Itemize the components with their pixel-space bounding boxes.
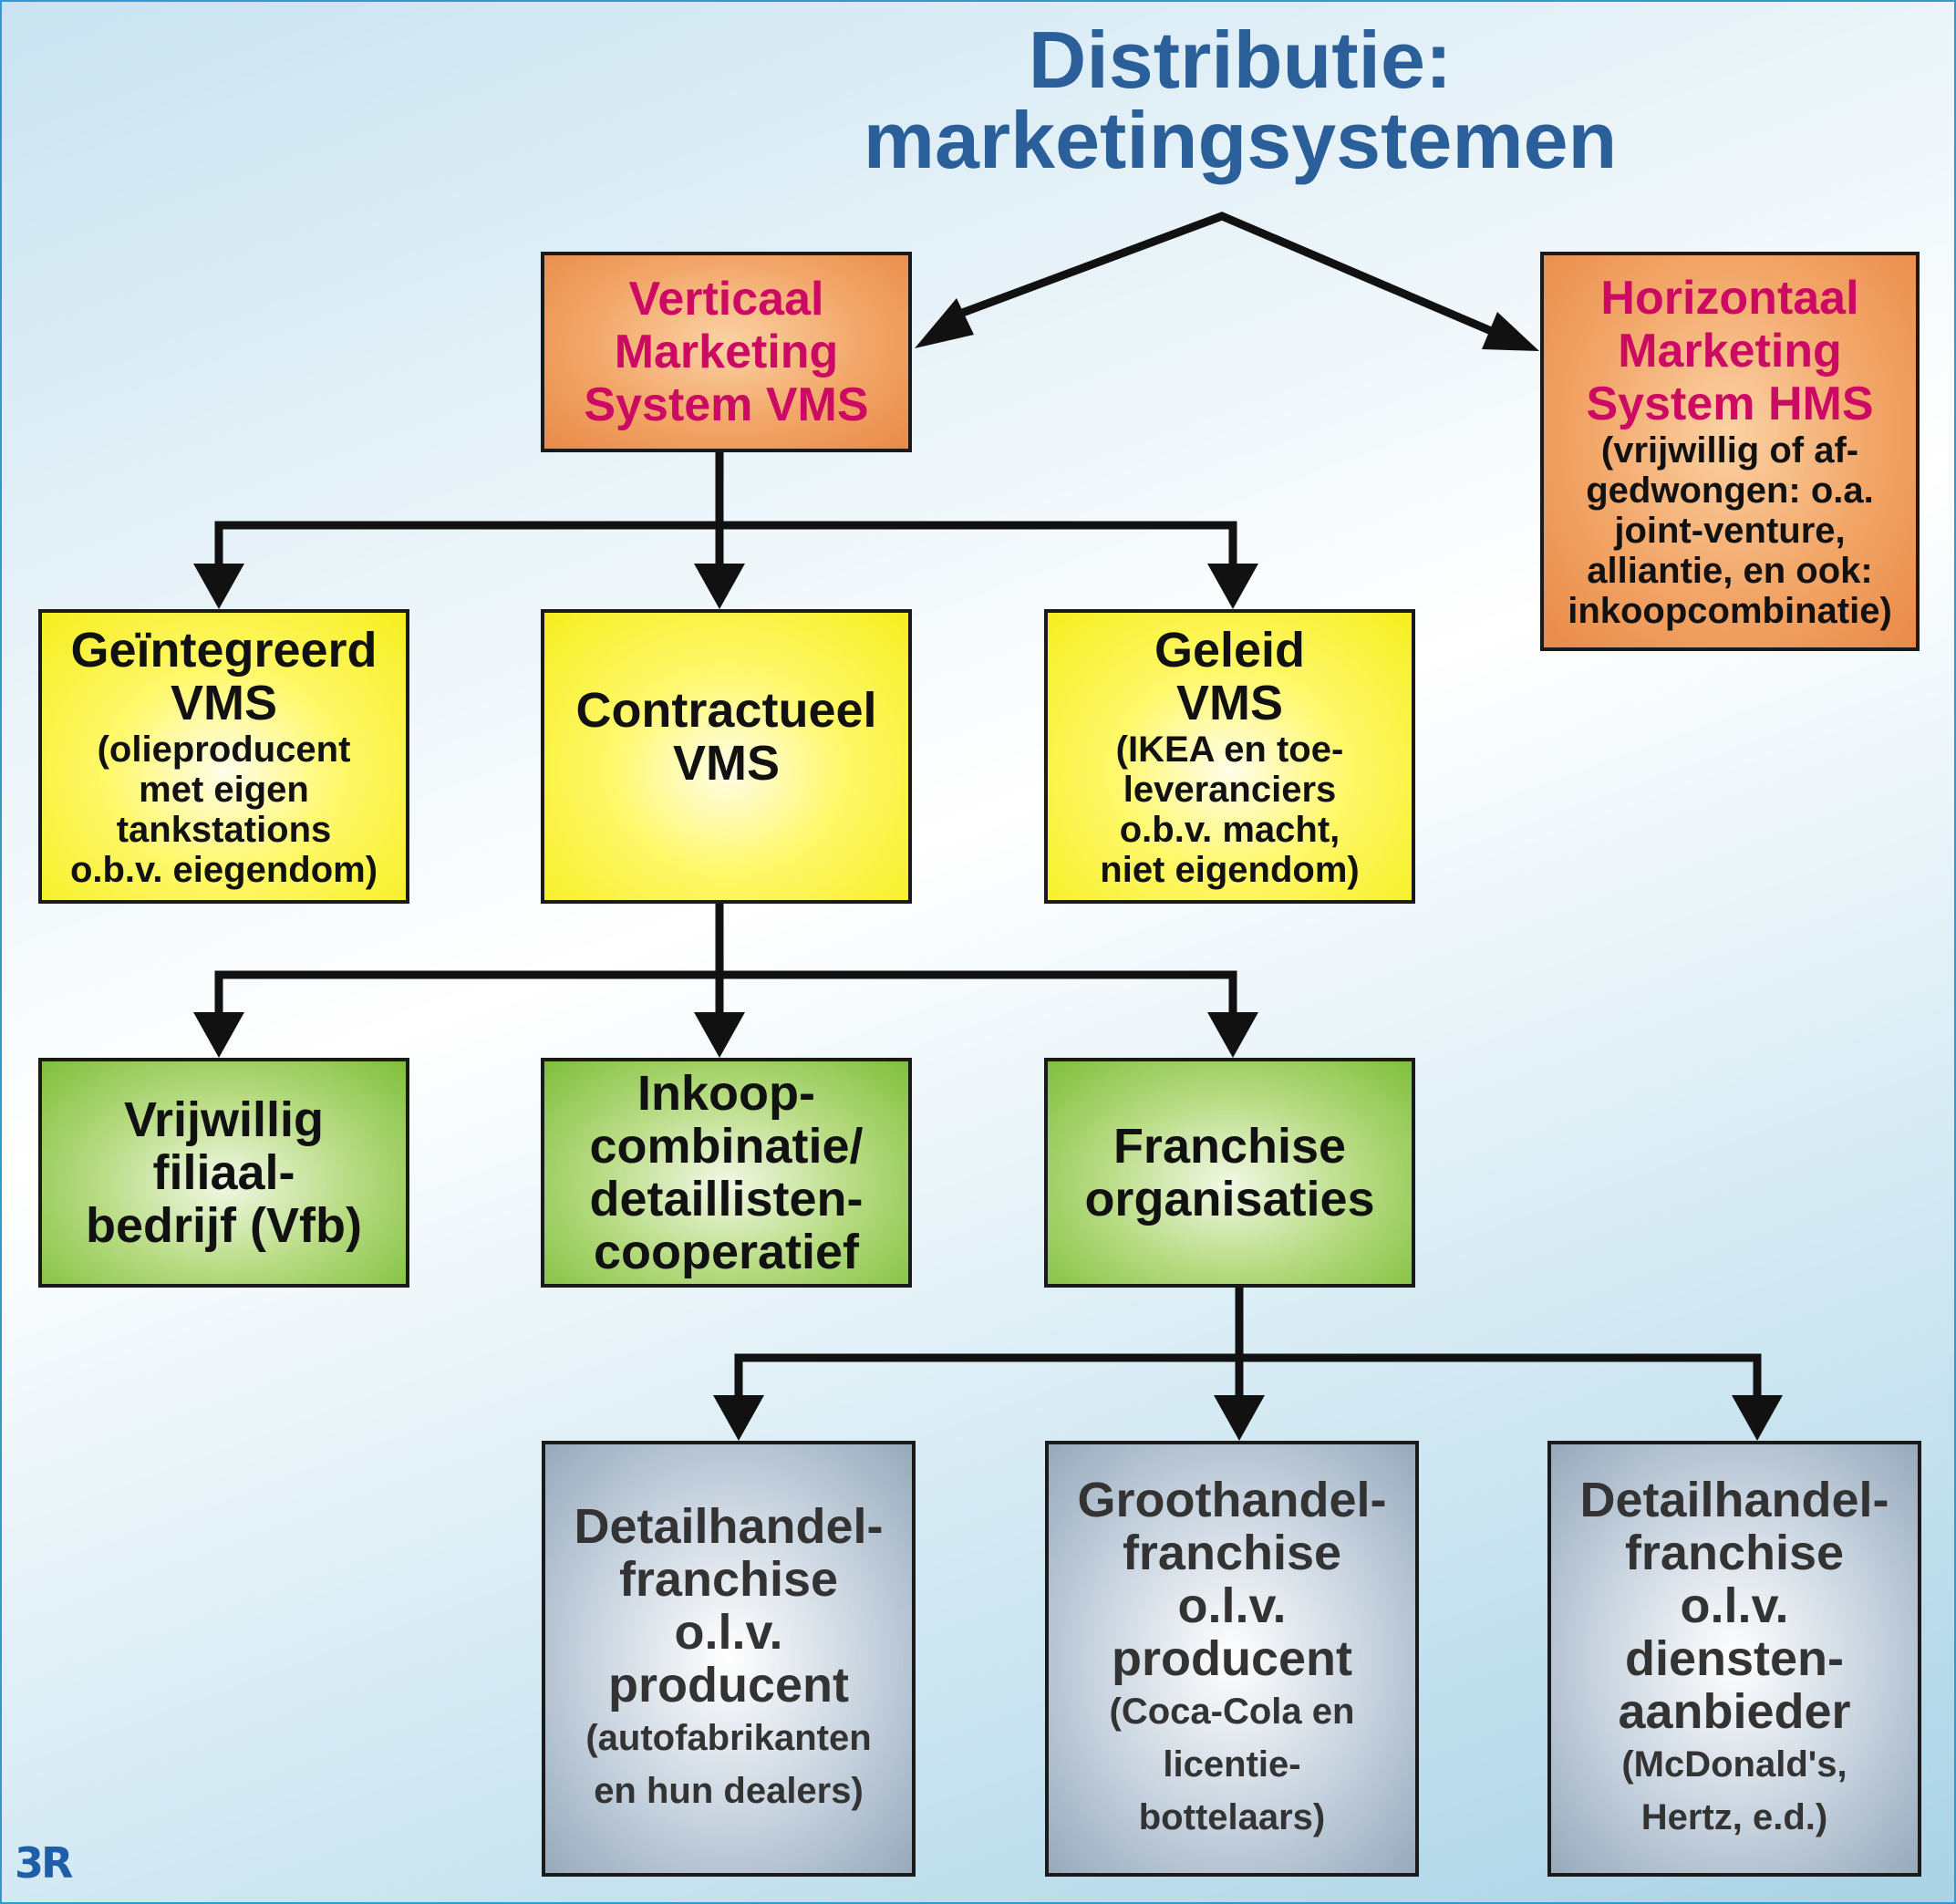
vfb-box: Vrijwillig filiaal- bedrijf (Vfb) — [38, 1058, 409, 1288]
connector-vms-branch — [214, 521, 1237, 570]
geintegreerd-sub-3: tankstations — [116, 809, 332, 850]
detail-diensten-sub-1: (McDonald's, — [1621, 1744, 1847, 1785]
arrow-to-vms — [915, 298, 974, 348]
geintegreerd-line-2: VMS — [170, 675, 278, 730]
brand-logo: 3R — [15, 1838, 73, 1888]
detail-diensten-line-4: diensten- — [1624, 1631, 1845, 1686]
detail-producent-sub-2: en hun dealers) — [594, 1771, 864, 1811]
groot-producent-line-1: Groothandel- — [1077, 1473, 1387, 1527]
inkoop-box: Inkoop- combinatie/ detaillisten- cooper… — [541, 1058, 912, 1288]
geintegreerd-line-1: Geïntegreerd — [70, 622, 378, 678]
arrow-to-geleid — [1207, 564, 1258, 609]
inkoop-line-3: detaillisten- — [589, 1172, 864, 1226]
contractueel-line-2: VMS — [672, 736, 781, 791]
title-line-1: Distributie: — [1028, 15, 1453, 105]
groot-producent-sub-1: (Coca-Cola en — [1109, 1692, 1355, 1732]
detail-producent-line-3: o.l.v. — [674, 1605, 783, 1660]
vms-box: Verticaal Marketing System VMS — [541, 252, 912, 452]
detail-diensten-line-3: o.l.v. — [1680, 1578, 1789, 1633]
arrow-to-geintegreerd — [193, 564, 244, 609]
arrow-to-hms — [1482, 312, 1539, 351]
page-title: Distributie: marketingsystemen — [775, 20, 1705, 181]
detail-producent-line-4: producent — [608, 1658, 849, 1713]
geleid-line-2: VMS — [1175, 675, 1284, 730]
arrow-to-contractueel — [694, 564, 745, 609]
geleid-sub-4: niet eigendom) — [1100, 849, 1360, 890]
vms-line-1: Verticaal — [628, 273, 824, 326]
detail-producent-line-2: franchise — [618, 1552, 839, 1607]
hms-sub-5: inkoopcombinatie) — [1568, 591, 1892, 631]
connector-franchise-branch — [734, 1353, 1762, 1400]
detail-diensten-line-2: franchise — [1624, 1526, 1845, 1580]
arrow-to-vfb — [193, 1012, 244, 1058]
contractueel-vms-box: Contractueel VMS — [541, 609, 912, 904]
geleid-sub-3: o.b.v. macht, — [1119, 809, 1340, 850]
arrow-to-inkoop — [694, 1012, 745, 1058]
hms-line-2: Marketing — [1618, 325, 1842, 378]
detail-diensten-line-5: aanbieder — [1618, 1684, 1851, 1739]
detail-producent-sub-1: (autofabrikanten — [585, 1718, 872, 1758]
title-line-2: marketingsystemen — [863, 95, 1618, 185]
groot-producent-line-4: producent — [1112, 1631, 1352, 1686]
detail-diensten-sub-2: Hertz, e.d.) — [1640, 1797, 1828, 1837]
geintegreerd-sub-1: (olieproducent — [97, 729, 351, 770]
geleid-sub-1: (IKEA en toe- — [1115, 729, 1344, 770]
groot-producent-sub-3: bottelaars) — [1138, 1797, 1326, 1837]
inkoop-line-2: combinatie/ — [589, 1119, 864, 1174]
arrow-to-franchise — [1207, 1012, 1258, 1058]
geleid-sub-2: leveranciers — [1123, 769, 1337, 810]
groot-producent-line-3: o.l.v. — [1177, 1578, 1287, 1633]
arrow-to-detail-producent — [713, 1395, 764, 1441]
groot-producent-line-2: franchise — [1122, 1526, 1342, 1580]
connector-title-to-systems — [956, 212, 1497, 337]
geleid-line-1: Geleid — [1154, 622, 1306, 678]
hms-line-1: Horizontaal — [1600, 272, 1859, 325]
vms-line-3: System VMS — [584, 378, 869, 431]
franchise-line-1: Franchise — [1113, 1119, 1347, 1174]
hms-sub-2: gedwongen: o.a. — [1586, 471, 1874, 511]
hms-sub-3: joint-venture, — [1614, 511, 1846, 551]
arrow-to-groot-producent — [1214, 1395, 1265, 1441]
hms-box: Horizontaal Marketing System HMS (vrijwi… — [1540, 252, 1920, 651]
hms-sub-1: (vrijwillig of af- — [1600, 430, 1859, 471]
arrow-to-detail-diensten — [1732, 1395, 1783, 1441]
hms-sub-4: alliantie, en ook: — [1587, 551, 1873, 591]
vfb-line-2: filiaal- — [152, 1145, 295, 1200]
contractueel-line-1: Contractueel — [575, 683, 877, 738]
detail-producent-line-1: Detailhandel- — [574, 1499, 884, 1554]
inkoop-line-1: Inkoop- — [637, 1066, 815, 1121]
groot-producent-sub-2: licentie- — [1163, 1744, 1301, 1785]
geintegreerd-sub-4: o.b.v. eiegendom) — [69, 849, 378, 890]
vfb-line-3: bedrijf (Vfb) — [86, 1198, 362, 1253]
inkoop-line-4: cooperatief — [593, 1225, 860, 1279]
vms-line-2: Marketing — [614, 326, 839, 378]
franchise-line-2: organisaties — [1084, 1172, 1375, 1226]
franchise-box: Franchise organisaties — [1044, 1058, 1415, 1288]
detail-producent-box: Detailhandel- franchise o.l.v. producent… — [542, 1441, 916, 1877]
detail-diensten-box: Detailhandel- franchise o.l.v. diensten-… — [1547, 1441, 1921, 1877]
geintegreerd-sub-2: met eigen — [139, 769, 309, 810]
vfb-line-1: Vrijwillig — [123, 1092, 325, 1147]
geleid-vms-box: Geleid VMS (IKEA en toe- leveranciers o.… — [1044, 609, 1415, 904]
connector-contractueel-branch — [214, 970, 1237, 1018]
detail-diensten-line-1: Detailhandel- — [1579, 1473, 1889, 1527]
hms-line-3: System HMS — [1586, 378, 1874, 430]
geintegreerd-vms-box: Geïntegreerd VMS (olieproducent met eige… — [38, 609, 409, 904]
groot-producent-box: Groothandel- franchise o.l.v. producent … — [1045, 1441, 1419, 1877]
